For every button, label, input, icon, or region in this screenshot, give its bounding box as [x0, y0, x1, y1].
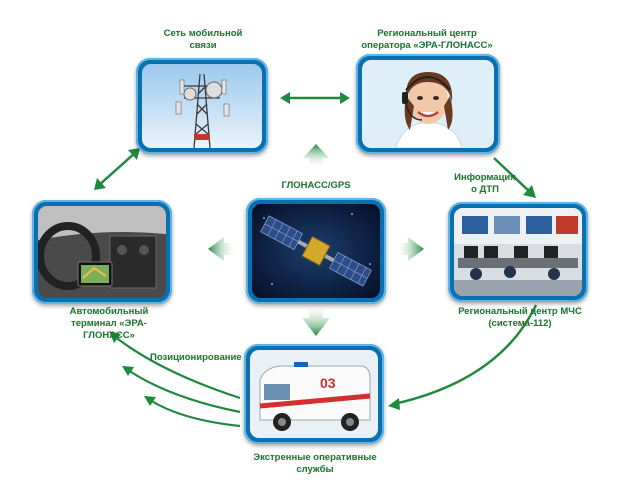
mobile-network-label: Сеть мобильной связи: [163, 28, 243, 51]
positioning-label: Позиционирование: [150, 352, 242, 363]
svg-text:03: 03: [320, 375, 336, 391]
satellite-label: ГЛОНАСС/GPS: [281, 180, 351, 191]
operator-center-label: Региональный центр оператора «ЭРА-ГЛОНАС…: [361, 28, 493, 51]
car-dashboard-image: [38, 206, 166, 298]
arrow-satellite-down: [302, 304, 330, 336]
car-terminal-node: [32, 200, 172, 304]
cell-tower-image: [142, 64, 262, 148]
mobile-network-node: [136, 58, 268, 154]
emergency-center-node: [448, 202, 588, 302]
arrow-tower-operator: [280, 92, 350, 104]
ambulance-image: 03: [250, 350, 378, 438]
control-room-image: [454, 208, 582, 296]
arrow-satellite-left: [208, 237, 236, 261]
car-terminal-label: Автомобильный терминал «ЭРА-ГЛОНАСС»: [69, 306, 149, 341]
arrow-satellite-up: [303, 144, 329, 168]
accident-info-label: Информация о ДТП: [454, 172, 516, 195]
satellite-image: [252, 204, 380, 298]
ambulance-node: 03: [244, 344, 384, 444]
satellite-node: [246, 198, 386, 304]
arrow-satellite-right: [396, 237, 424, 261]
ambulance-label: Экстренные оперативные службы: [253, 452, 377, 475]
arrow-car-tower: [94, 148, 140, 190]
arrow-ambulance-car: [109, 331, 241, 428]
operator-headset-image: [362, 60, 494, 148]
operator-center-node: [356, 54, 500, 154]
emergency-center-label: Региональный центр МЧС (система-112): [458, 306, 582, 329]
